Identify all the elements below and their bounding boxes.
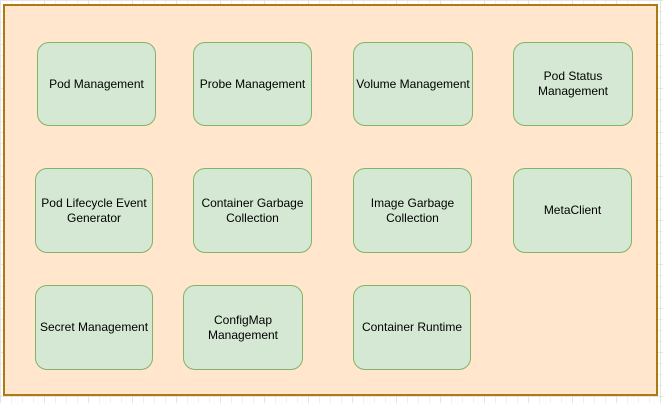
diagram-node-container-garbage-collection[interactable]: Container Garbage Collection (193, 168, 312, 253)
node-label: Image Garbage Collection (370, 195, 455, 225)
node-label: Container Runtime (361, 320, 463, 334)
diagram-node-metaclient[interactable]: MetaClient (513, 168, 632, 253)
node-label: Container Garbage Collection (201, 195, 304, 225)
diagram-node-pod-lifecycle-event-generator[interactable]: Pod Lifecycle Event Generator (35, 168, 153, 253)
diagram-node-configmap-management[interactable]: ConfigMap Management (183, 285, 303, 370)
node-label: Secret Management (39, 320, 149, 334)
node-label: ConfigMap Management (207, 312, 279, 342)
diagram-node-pod-status-management[interactable]: Pod Status Management (513, 42, 633, 126)
diagram-node-probe-management[interactable]: Probe Management (193, 42, 312, 126)
diagram-node-secret-management[interactable]: Secret Management (35, 285, 153, 370)
node-label: Pod Lifecycle Event Generator (41, 195, 147, 225)
node-label: Volume Management (356, 76, 470, 91)
node-label: Probe Management (199, 76, 306, 91)
diagram-node-pod-management[interactable]: Pod Management (37, 42, 156, 126)
node-label: Pod Status Management (537, 69, 609, 98)
node-label: MetaClient (543, 203, 602, 217)
node-label: Pod Management (49, 76, 144, 91)
diagram-node-image-garbage-collection[interactable]: Image Garbage Collection (353, 168, 472, 253)
diagram-node-container-runtime[interactable]: Container Runtime (353, 285, 471, 370)
diagram-node-volume-management[interactable]: Volume Management (353, 42, 473, 126)
